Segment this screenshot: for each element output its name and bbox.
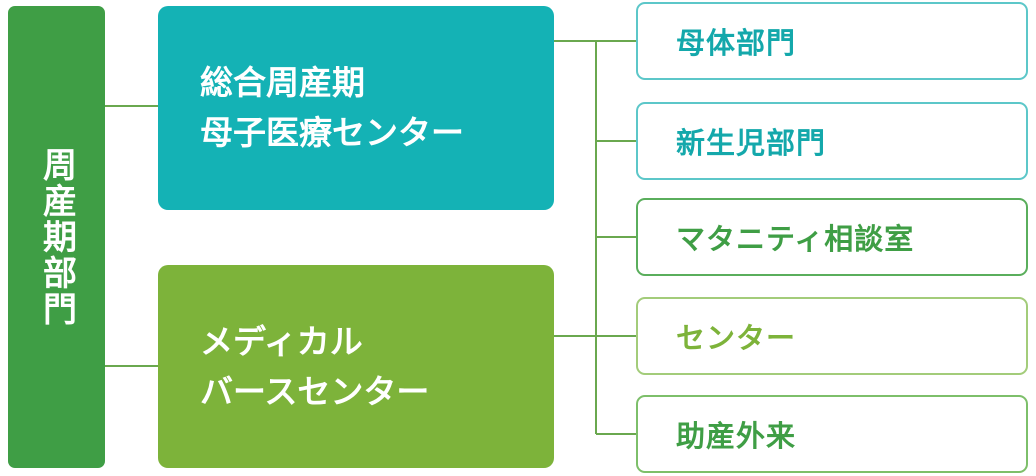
department-label: マタニティ相談室: [676, 222, 915, 256]
department-node-midwife-clinic: 助産外来: [636, 395, 1028, 473]
department-label: 母体部門: [676, 26, 797, 60]
center-label-line1: メディカル: [200, 321, 363, 361]
center-label-line1: 総合周産期: [200, 63, 365, 102]
center-label: 総合周産期 母子医療センター: [200, 58, 464, 158]
center-label-line2: バースセンター: [200, 371, 430, 411]
department-label: センター: [676, 321, 797, 355]
department-label: 新生児部門: [676, 126, 827, 160]
department-node-maternal: 母体部門: [636, 2, 1028, 80]
department-node-maternity-consultation: マタニティ相談室: [636, 198, 1028, 276]
center-node-medical-birth-center: メディカル バースセンター: [158, 265, 554, 468]
center-label: メディカル バースセンター: [200, 317, 429, 417]
department-node-center: センター: [636, 297, 1028, 375]
root-label: 周産期部門: [36, 147, 77, 327]
department-label: 助産外来: [676, 419, 797, 453]
center-label-line2: 母子医療センター: [200, 113, 464, 152]
department-node-neonatal: 新生児部門: [636, 102, 1028, 180]
center-node-perinatal-medical-center: 総合周産期 母子医療センター: [158, 6, 554, 210]
root-node-perinatal-department: 周産期部門: [8, 6, 105, 468]
